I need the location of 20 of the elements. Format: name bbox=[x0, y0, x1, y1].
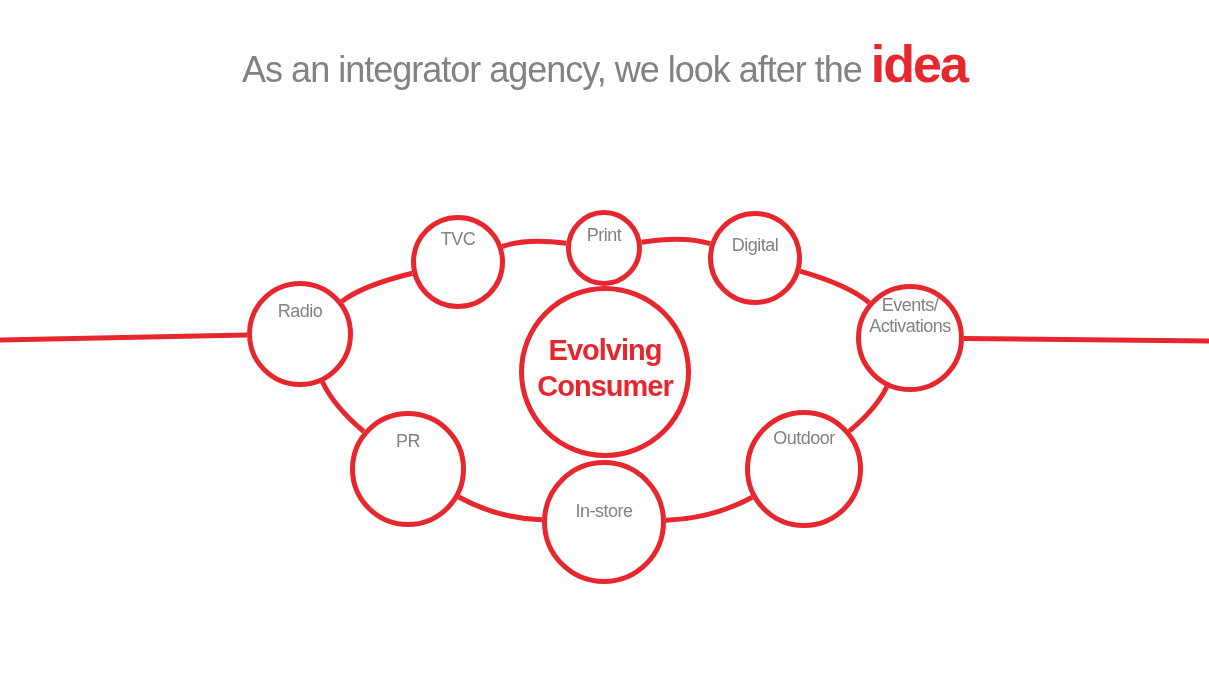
channel-label: Radio bbox=[276, 300, 324, 322]
connector-line bbox=[501, 238, 567, 249]
channel-label: Digital bbox=[730, 234, 780, 256]
connector-line bbox=[799, 268, 871, 305]
connector-line bbox=[665, 495, 754, 523]
channel-label: Print bbox=[585, 224, 623, 246]
connector-line bbox=[0, 332, 248, 343]
center-label: Evolving Consumer bbox=[536, 333, 675, 404]
connector-line bbox=[847, 385, 890, 434]
channel-label: Outdoor bbox=[772, 427, 836, 449]
channel-label: Events/ Activations bbox=[868, 295, 952, 337]
connector-line bbox=[641, 236, 711, 247]
connector-line bbox=[320, 380, 366, 434]
channel-label: TVC bbox=[439, 228, 477, 250]
channel-label: In-store bbox=[574, 500, 634, 522]
connector-line bbox=[457, 494, 543, 523]
channel-label: PR bbox=[395, 430, 421, 452]
connector-line bbox=[963, 336, 1209, 344]
connector-line bbox=[340, 270, 413, 304]
title: As an integrator agency, we look after the idea bbox=[241, 34, 969, 94]
